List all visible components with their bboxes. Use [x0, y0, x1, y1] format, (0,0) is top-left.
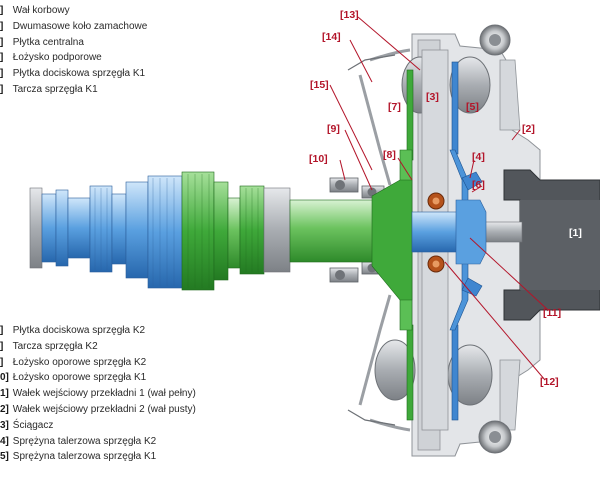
transmission-shafts: [29, 171, 523, 301]
legend-number: 5]: [0, 451, 9, 463]
legend-text: Łożysko podporowe: [12, 52, 102, 64]
legend-item: ] Łożysko oporowe sprzęgła K2: [0, 355, 196, 371]
callout-leaders: [329, 16, 549, 381]
legend-text: Łożysko oporowe sprzęgła K1: [12, 372, 147, 384]
callout-12: [12]: [540, 376, 559, 388]
legend-text: Wałek wejściowy przekładni 2 (wał pusty): [12, 403, 196, 415]
callout-7: [7]: [388, 101, 401, 113]
legend-number: ]: [0, 83, 4, 95]
legend-item: ] Płytka dociskowa sprzęgła K2: [0, 323, 196, 339]
callout-8: [8]: [383, 149, 396, 161]
support-bearings: [427, 192, 445, 273]
legend-item: ] Tarcza sprzęgła K1: [0, 82, 147, 98]
legend-bottom: ] Płytka dociskowa sprzęgła K2 ] Tarcza …: [0, 323, 196, 465]
legend-text: Wałek wejściowy przekładni 1 (wał pełny): [12, 388, 196, 400]
legend-item: ] Wał korbowy: [0, 3, 147, 19]
legend-item: ] Płytka dociskowa sprzęgła K1: [0, 66, 147, 82]
crankshaft-hub: [503, 169, 600, 321]
callout-1: [1]: [569, 227, 582, 239]
callout-14: [14]: [322, 31, 341, 43]
lower-spring-pack: [374, 339, 512, 454]
callout-6: [6]: [472, 179, 485, 191]
legend-text: Tarcza sprzęgła K2: [12, 340, 98, 352]
legend-item: 5] Sprężyna talerzowa sprzęgła K1: [0, 449, 196, 465]
legend-item: ] Tarcza sprzęgła K2: [0, 339, 196, 355]
legend-item: ] Płytka centralna: [0, 35, 147, 51]
legend-item: 1] Wałek wejściowy przekładni 1 (wał peł…: [0, 386, 196, 402]
legend-text: Łożysko oporowe sprzęgła K2: [12, 356, 147, 368]
callout-13: [13]: [340, 9, 359, 21]
legend-text: Wał korbowy: [12, 5, 70, 16]
legend-text: Płytka centralna: [12, 36, 84, 48]
legend-number: 1]: [0, 388, 9, 400]
legend-number: ]: [0, 68, 4, 80]
callout-11: [11]: [543, 307, 561, 319]
legend-number: ]: [0, 340, 4, 352]
legend-number: 3]: [0, 419, 9, 431]
diaphragm-springs: [358, 48, 411, 432]
legend-item: 2] Wałek wejściowy przekładni 2 (wał pus…: [0, 402, 196, 418]
legend-item: 4] Sprężyna talerzowa sprzęgła K2: [0, 434, 196, 450]
legend-number: ]: [0, 5, 4, 16]
callout-3: [3]: [426, 91, 439, 103]
legend-number: 4]: [0, 435, 9, 447]
callout-5: [5]: [466, 101, 479, 113]
legend-number: ]: [0, 325, 4, 336]
legend-item: 0] Łożysko oporowe sprzęgła K1: [0, 370, 196, 386]
legend-text: Płytka dociskowa sprzęgła K1: [12, 68, 146, 80]
legend-number: 0]: [0, 372, 9, 384]
legend-text: Sprężyna talerzowa sprzęgła K2: [12, 435, 157, 447]
legend-top: ] Wał korbowy ] Dwumasowe koło zamachowe…: [0, 3, 147, 98]
legend-text: Dwumasowe koło zamachowe: [12, 20, 148, 32]
legend-number: ]: [0, 356, 4, 368]
legend-text: Tarcza sprzęgła K1: [12, 83, 98, 95]
legend-item: ] Łożysko podporowe: [0, 50, 147, 66]
legend-text: Sprężyna talerzowa sprzęgła K1: [12, 451, 157, 463]
callout-2: [2]: [522, 123, 535, 135]
legend-number: 2]: [0, 403, 9, 415]
callout-9: [9]: [327, 123, 340, 135]
legend-number: ]: [0, 52, 4, 64]
legend-text: Ściągacz: [12, 419, 54, 431]
callout-4: [4]: [472, 151, 485, 163]
legend-number: ]: [0, 36, 4, 48]
legend-number: ]: [0, 20, 4, 32]
legend-item: ] Dwumasowe koło zamachowe: [0, 19, 147, 35]
legend-text: Płytka dociskowa sprzęgła K2: [12, 325, 146, 336]
legend-item: 3] Ściągacz: [0, 418, 196, 434]
callout-15: [15]: [310, 79, 329, 91]
callout-10: [10]: [309, 153, 328, 165]
